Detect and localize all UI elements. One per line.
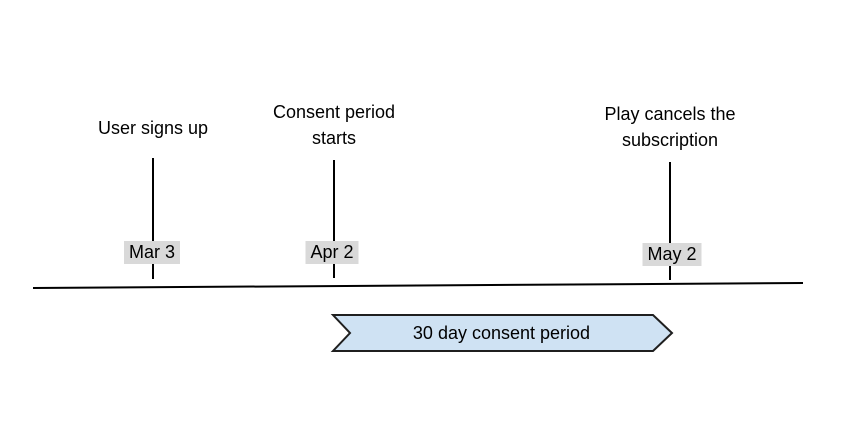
date-chip-apr-2: Apr 2 bbox=[305, 241, 359, 264]
timeline-axis bbox=[32, 282, 804, 289]
date-chip-may-2: May 2 bbox=[642, 243, 702, 266]
event-label-user-signs-up: User signs up bbox=[97, 118, 209, 138]
consent-period-ribbon bbox=[330, 314, 674, 352]
consent-period-ribbon-label: 30 day consent period bbox=[412, 322, 591, 343]
event-label-play-cancels-subscription: Play cancels the subscription bbox=[604, 104, 736, 150]
event-label-consent-period-starts: Consent period starts bbox=[272, 102, 396, 148]
date-chip-mar-3: Mar 3 bbox=[123, 241, 181, 264]
